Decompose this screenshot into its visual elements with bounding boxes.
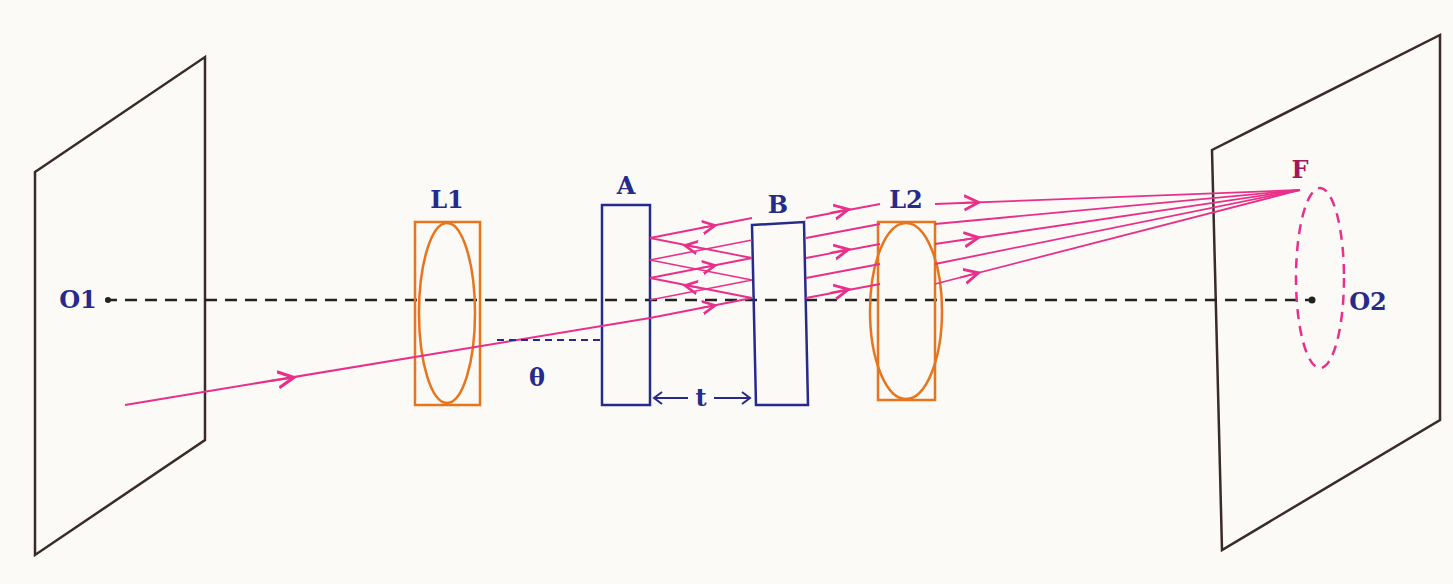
lens bbox=[870, 223, 942, 399]
lens bbox=[419, 223, 475, 403]
plate-label: A bbox=[617, 174, 636, 198]
right-screen bbox=[1212, 35, 1440, 550]
optical-axis bbox=[105, 299, 1310, 302]
angle-reference bbox=[497, 339, 602, 341]
lens-frame bbox=[878, 222, 935, 400]
left-screen bbox=[35, 57, 205, 555]
reflected-rays bbox=[650, 240, 752, 300]
lens-label: L1 bbox=[430, 188, 464, 212]
lens-frame bbox=[415, 222, 480, 405]
glass-plate bbox=[602, 205, 650, 405]
reflected-rays bbox=[650, 218, 752, 318]
axis-point bbox=[1309, 297, 1316, 304]
point-label: O2 bbox=[1349, 290, 1387, 314]
axis-point bbox=[105, 297, 111, 303]
incident-ray bbox=[125, 318, 650, 405]
dimension-line bbox=[654, 397, 688, 399]
transmitted-rays bbox=[806, 190, 1300, 298]
angle-label: θ bbox=[529, 366, 545, 390]
dimension-line bbox=[714, 397, 750, 399]
ray-arrow bbox=[270, 378, 290, 381]
plate-label: B bbox=[768, 193, 788, 217]
glass-plate bbox=[752, 222, 808, 405]
dimension-label: t bbox=[695, 386, 706, 410]
point-label: O1 bbox=[59, 288, 97, 312]
focus-label: F bbox=[1291, 158, 1308, 182]
lens-label: L2 bbox=[889, 188, 923, 212]
fringe-ring bbox=[1296, 188, 1344, 368]
